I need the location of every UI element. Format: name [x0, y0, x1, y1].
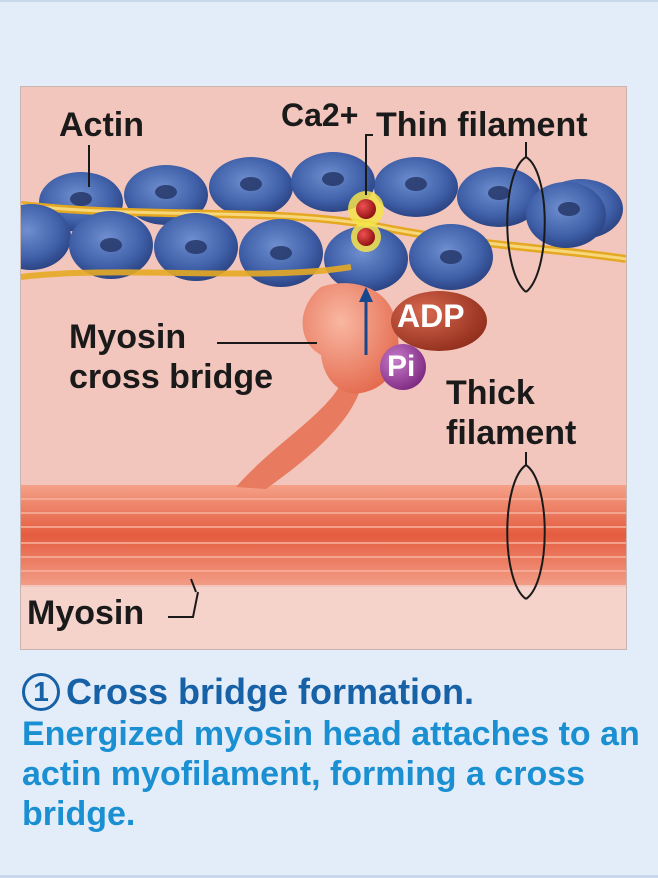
caption-body: Energized myosin head attaches to an act…: [22, 715, 640, 833]
myosin-neck: [236, 387, 361, 489]
diagram-artwork: [21, 87, 626, 649]
myosin-cross-bridge-label-line2: cross bridge: [69, 358, 274, 396]
bottom-divider: [0, 875, 658, 878]
calcium-ions: [348, 191, 384, 252]
caption-title-row: 1 Cross bridge formation.: [22, 672, 642, 712]
sarcomere-diagram: Actin Ca2+ Thin filament Myosin cross br…: [20, 86, 627, 650]
figure-caption: 1 Cross bridge formation. Energized myos…: [22, 672, 642, 834]
up-arrow-icon: [359, 287, 373, 355]
myosin-cross-bridge-label-line1: Myosin: [69, 318, 187, 356]
adp-label: ADP: [397, 298, 465, 334]
thick-filament-bracket: [506, 452, 546, 600]
thick-filament-label-line2: filament: [446, 414, 577, 452]
adp-molecule: [391, 291, 487, 351]
calcium-label: Ca2+: [281, 97, 359, 133]
pi-molecule: [380, 344, 426, 390]
myosin-head: [302, 283, 399, 394]
caption-title: Cross bridge formation.: [66, 671, 475, 712]
actin-binding-sites: [70, 172, 580, 264]
actin-label: Actin: [59, 106, 144, 144]
leader-lines: [88, 134, 373, 618]
actin-front-row: [21, 182, 606, 292]
thin-filament-label: Thin filament: [376, 106, 588, 144]
pi-label: Pi: [387, 350, 416, 383]
thin-filament-bracket: [506, 142, 546, 293]
step-number-badge: 1: [22, 673, 60, 711]
top-divider: [0, 0, 658, 2]
myosin-label: Myosin: [27, 594, 145, 632]
thick-filament: [21, 485, 626, 585]
thick-filament-label-line1: Thick: [446, 374, 535, 412]
